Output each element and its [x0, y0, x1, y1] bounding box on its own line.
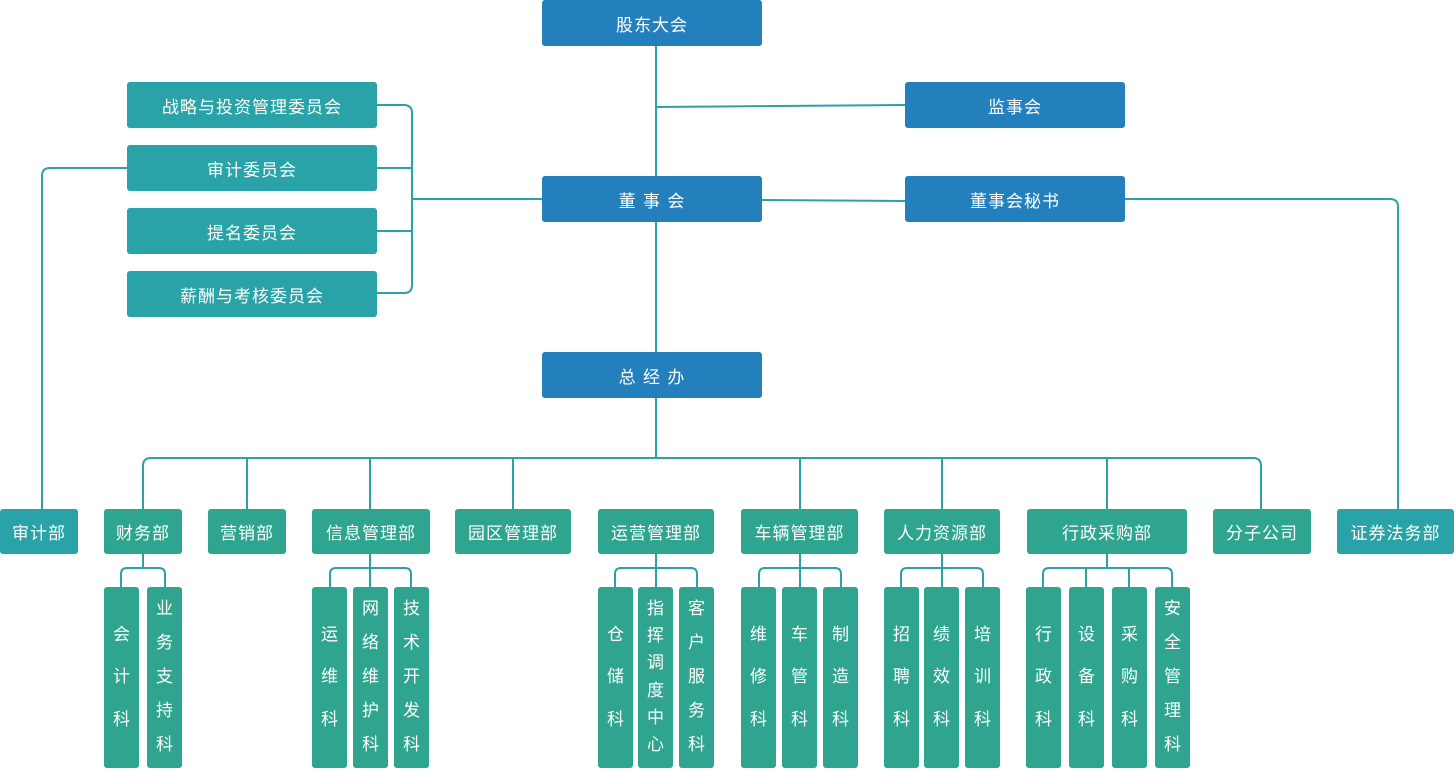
nomination-committee-node[interactable]: 提名委员会	[127, 208, 377, 254]
securities-legal-dept-node[interactable]: 证券法务部	[1337, 509, 1454, 554]
section-node[interactable]: 维修科	[741, 587, 776, 768]
section-label: 技术开发科	[403, 599, 420, 755]
section-node[interactable]: 业务支持科	[147, 587, 182, 768]
section-node[interactable]: 设备科	[1069, 587, 1104, 768]
section-node[interactable]: 车管科	[782, 587, 817, 768]
section-label: 采购科	[1121, 624, 1138, 730]
strategy-committee-node[interactable]: 战略与投资管理委员会	[127, 82, 377, 128]
section-label: 会计科	[113, 624, 130, 730]
section-node[interactable]: 采购科	[1112, 587, 1147, 768]
board-secretary-node[interactable]: 董事会秘书	[905, 176, 1125, 222]
section-label: 绩效科	[933, 624, 950, 730]
section-label: 运维科	[321, 624, 338, 730]
it-dept-node[interactable]: 信息管理部	[312, 509, 430, 554]
general-office-node[interactable]: 总 经 办	[542, 352, 762, 398]
subsidiary-node[interactable]: 分子公司	[1213, 509, 1311, 554]
finance-dept-node[interactable]: 财务部	[104, 509, 182, 554]
hr-dept-node[interactable]: 人力资源部	[884, 509, 1000, 554]
compensation-committee-node[interactable]: 薪酬与考核委员会	[127, 271, 377, 317]
section-label: 设备科	[1078, 624, 1095, 730]
audit-committee-node[interactable]: 审计委员会	[127, 145, 377, 191]
section-node[interactable]: 技术开发科	[394, 587, 429, 768]
section-label: 业务支持科	[156, 599, 173, 755]
vehicles-dept-node[interactable]: 车辆管理部	[741, 509, 858, 554]
section-node[interactable]: 培训科	[965, 587, 1000, 768]
operations-dept-node[interactable]: 运营管理部	[598, 509, 714, 554]
section-node[interactable]: 网络维护科	[353, 587, 388, 768]
board-node[interactable]: 董 事 会	[542, 176, 762, 222]
section-node[interactable]: 客户服务科	[679, 587, 714, 768]
section-label: 指挥调度中心	[647, 599, 664, 755]
section-node[interactable]: 运维科	[312, 587, 347, 768]
section-node[interactable]: 仓储科	[598, 587, 633, 768]
section-label: 仓储科	[607, 624, 624, 730]
section-label: 制造科	[832, 624, 849, 730]
section-label: 招聘科	[893, 624, 910, 730]
shareholders-meeting-node[interactable]: 股东大会	[542, 0, 762, 46]
marketing-dept-node[interactable]: 营销部	[208, 509, 286, 554]
section-label: 网络维护科	[362, 599, 379, 755]
section-label: 安全管理科	[1164, 599, 1181, 755]
section-label: 客户服务科	[688, 599, 705, 755]
section-label: 车管科	[791, 624, 808, 730]
admin-purchasing-dept-node[interactable]: 行政采购部	[1027, 509, 1187, 554]
section-node[interactable]: 行政科	[1026, 587, 1061, 768]
section-node[interactable]: 指挥调度中心	[638, 587, 673, 768]
section-label: 行政科	[1035, 624, 1052, 730]
section-node[interactable]: 会计科	[104, 587, 139, 768]
section-node[interactable]: 招聘科	[884, 587, 919, 768]
section-node[interactable]: 安全管理科	[1155, 587, 1190, 768]
audit-dept-node[interactable]: 审计部	[0, 509, 78, 554]
section-label: 维修科	[750, 624, 767, 730]
section-node[interactable]: 制造科	[823, 587, 858, 768]
supervisory-board-node[interactable]: 监事会	[905, 82, 1125, 128]
section-node[interactable]: 绩效科	[924, 587, 959, 768]
section-label: 培训科	[974, 624, 991, 730]
park-dept-node[interactable]: 园区管理部	[455, 509, 571, 554]
